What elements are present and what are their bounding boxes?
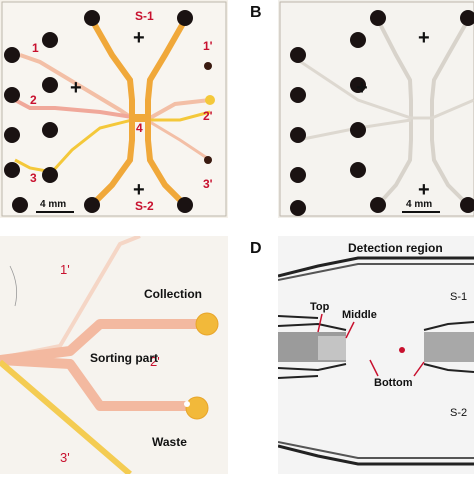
label-3: 3 [30,171,37,185]
label-s1: S-1 [135,9,154,23]
scale-label-a: 4 mm [40,199,66,210]
panel-label-d: D [250,240,262,257]
panel-c-image: 1' 2' 3' Collection Sorting part Waste [0,234,228,477]
panel-a-image: S-1 S-2 1 2 3 1' 2' 3' 4 + + + 4 mm [0,0,228,218]
panel-c: 1' 2' 3' Collection Sorting part Waste [0,234,228,477]
panel-a: S-1 S-2 1 2 3 1' 2' 3' 4 + + + 4 mm [0,0,228,218]
arrow-bottom-left [369,359,379,377]
arrow-bottom-right [413,361,425,377]
label-c-1p: 1' [60,262,70,277]
label-c-2p: 2' [150,354,160,369]
label-detection-region: Detection region [348,241,443,255]
plus-b-top: + [418,27,430,49]
label-4: 4 [136,121,143,135]
label-2: 2 [30,93,37,107]
label-bottom: Bottom [374,377,413,389]
label-3p: 3' [203,177,213,191]
label-s2: S-2 [135,199,154,213]
label-1p: 1' [203,39,213,53]
label-waste: Waste [152,435,187,449]
label-sorting-part: Sorting part [90,351,158,365]
label-1: 1 [32,41,39,55]
plus-bottom: + [133,179,145,201]
label-d-s2: S-2 [450,407,467,419]
plus-left: + [70,77,82,99]
label-2p: 2' [203,109,213,123]
label-middle: Middle [342,309,377,321]
label-top: Top [310,301,330,313]
plus-b-bottom: + [418,179,430,201]
plus-b-left: + [356,77,368,99]
arrow-middle [345,321,355,339]
arrow-top [317,313,323,333]
scale-label-b: 4 mm [406,199,432,210]
panel-d: Detection region S-1 S-2 Top Middle Bott… [277,236,474,474]
label-collection: Collection [144,287,202,301]
panel-d-image: Detection region S-1 S-2 Top Middle Bott… [277,236,474,474]
panel-b: + + + 4 mm [278,0,474,218]
label-c-3p: 3' [60,450,70,465]
panel-b-image: + + + 4 mm [278,0,474,218]
label-d-s1: S-1 [450,291,467,303]
plus-top: + [133,27,145,49]
panel-label-b: B [250,4,262,21]
